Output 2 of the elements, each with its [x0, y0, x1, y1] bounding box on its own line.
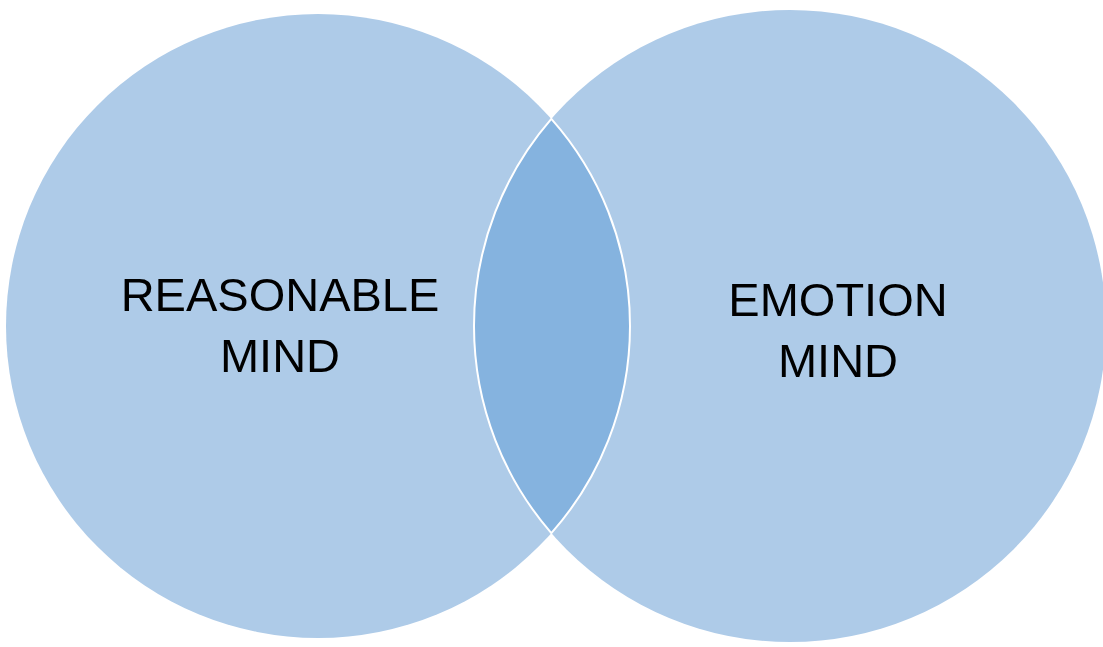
circle-label: EMOTION MIND	[688, 268, 988, 392]
circle-label: REASONABLE MIND	[90, 263, 470, 387]
